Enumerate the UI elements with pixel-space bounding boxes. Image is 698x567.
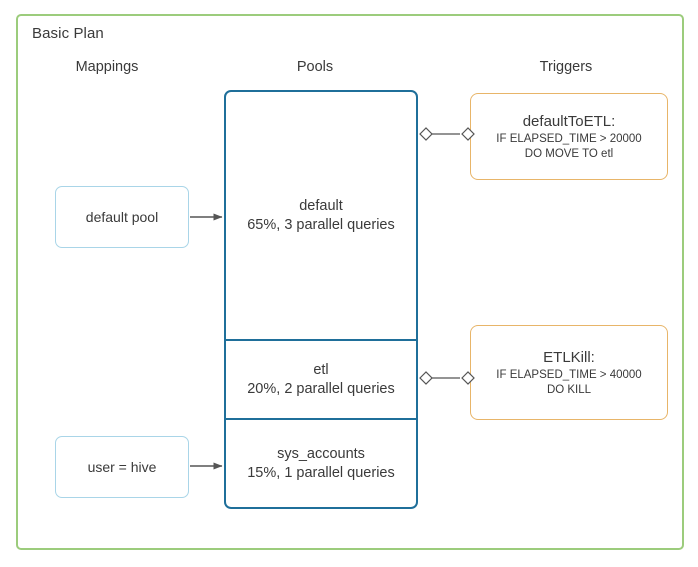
pools-stack: default 65%, 3 parallel queries etl 20%,… — [224, 90, 418, 509]
trigger-condition: IF ELAPSED_TIME > 20000 — [496, 132, 642, 145]
pool-box-etl[interactable]: etl 20%, 2 parallel queries — [224, 340, 418, 419]
mapping-box-user-hive[interactable]: user = hive — [55, 436, 189, 498]
trigger-name: ETLKill: — [543, 348, 595, 366]
trigger-box-etlkill[interactable]: ETLKill: IF ELAPSED_TIME > 40000 DO KILL — [470, 325, 668, 420]
mapping-label: user = hive — [87, 459, 157, 475]
pool-name: etl — [313, 361, 329, 378]
pool-detail: 65%, 3 parallel queries — [247, 216, 395, 233]
pool-name: default — [299, 197, 343, 214]
mapping-box-default-pool[interactable]: default pool — [55, 186, 189, 248]
column-header-pools: Pools — [296, 59, 334, 75]
pool-box-sys-accounts[interactable]: sys_accounts 15%, 1 parallel queries — [224, 419, 418, 509]
mapping-label: default pool — [85, 209, 159, 225]
plan-title: Basic Plan — [32, 25, 104, 42]
pool-box-default[interactable]: default 65%, 3 parallel queries — [224, 90, 418, 340]
pool-detail: 15%, 1 parallel queries — [247, 464, 395, 481]
column-header-mappings: Mappings — [75, 59, 139, 75]
pool-name: sys_accounts — [277, 445, 365, 462]
trigger-condition: IF ELAPSED_TIME > 40000 — [496, 368, 642, 381]
trigger-action: DO KILL — [546, 383, 592, 396]
column-header-triggers: Triggers — [539, 59, 593, 75]
trigger-name: defaultToETL: — [522, 112, 616, 130]
pool-detail: 20%, 2 parallel queries — [247, 380, 395, 397]
trigger-action: DO MOVE TO etl — [524, 147, 614, 160]
trigger-box-defaulttoetl[interactable]: defaultToETL: IF ELAPSED_TIME > 20000 DO… — [470, 93, 668, 180]
